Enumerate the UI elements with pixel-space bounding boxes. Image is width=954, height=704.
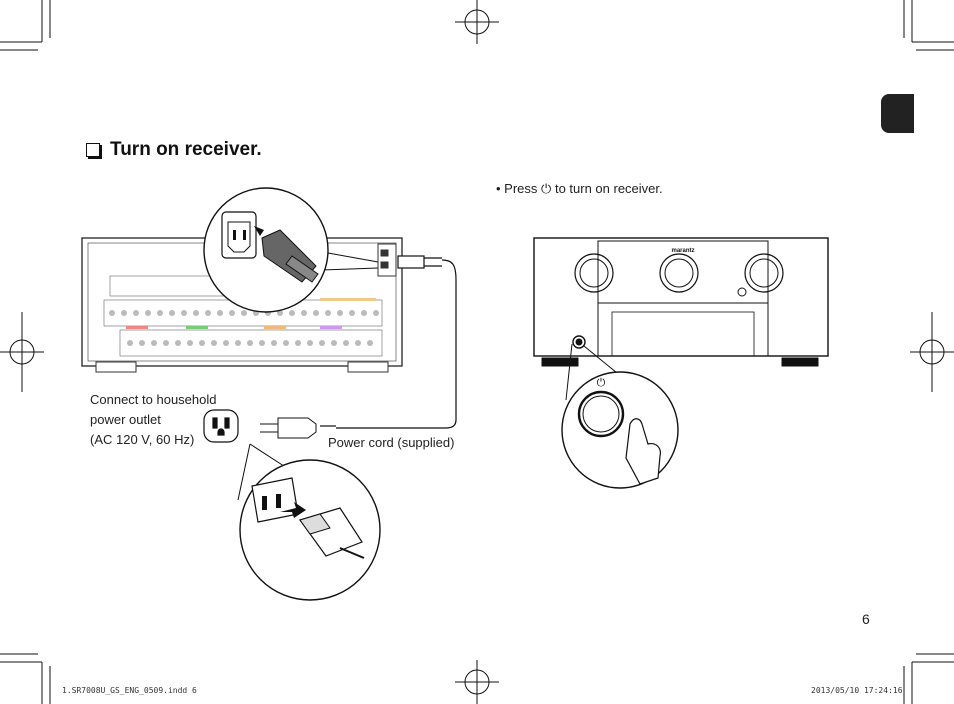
page-number: 6: [862, 611, 870, 627]
power-button-zoom: [561, 343, 679, 489]
instruction-prefix: • Press: [496, 181, 538, 196]
power-plug: [260, 417, 317, 439]
outlet-icon: [203, 409, 239, 443]
footer-timestamp: 2013/05/10 17:24:16: [811, 686, 903, 695]
instruction-suffix: to turn on receiver.: [554, 181, 663, 196]
outlet-label-line3: (AC 120 V, 60 Hz): [90, 432, 195, 447]
section-title: Turn on receiver.: [86, 139, 262, 161]
receiver-front-panel: [533, 237, 829, 367]
checkbox-icon: [86, 143, 100, 157]
outlet-label-line2: power outlet: [90, 412, 161, 427]
section-title-text: Turn on receiver.: [110, 139, 262, 160]
section-tab-marker: [881, 94, 914, 133]
footer-filename: 1.SR7008U_GS_ENG_0509.indd 6: [62, 686, 197, 695]
receiver-rear-panel: [81, 237, 403, 373]
inlet-zoom-circle: [203, 187, 379, 313]
outlet-zoom-circle: [237, 443, 381, 601]
power-cord: [320, 255, 457, 429]
outlet-label: Connect to household power outlet (AC 12…: [90, 390, 216, 450]
cord-label: Power cord (supplied): [328, 435, 455, 450]
power-icon: ⏻: [541, 181, 552, 196]
outlet-label-line1: Connect to household: [90, 392, 217, 407]
brand-logo-text: marantz: [671, 248, 694, 254]
power-symbol-icon: ⏻: [597, 377, 606, 389]
instruction-text: • Press ⏻ to turn on receiver.: [496, 181, 663, 197]
